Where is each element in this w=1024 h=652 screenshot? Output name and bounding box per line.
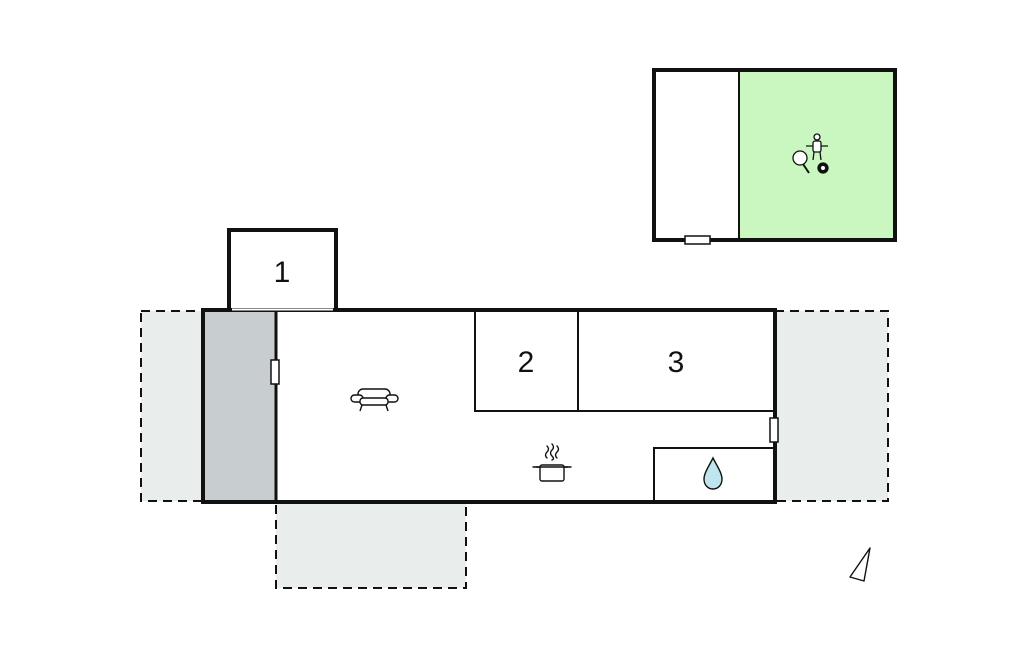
window-west bbox=[270, 359, 280, 385]
bathroom-walls bbox=[653, 447, 776, 503]
room-1-walls bbox=[227, 228, 338, 310]
terrace-south bbox=[275, 501, 467, 589]
outbuilding-walls bbox=[652, 68, 897, 242]
room-3-label: 3 bbox=[668, 346, 685, 379]
room-1-label: 1 bbox=[274, 256, 291, 289]
room-3-walls bbox=[577, 310, 776, 412]
north-arrow-icon bbox=[849, 547, 871, 582]
games-room bbox=[739, 70, 895, 240]
main-house-walls bbox=[201, 308, 777, 504]
water-drop-icon bbox=[703, 456, 723, 490]
table-tennis-foosball-billiards-icon bbox=[792, 133, 829, 174]
room-2-label: 2 bbox=[518, 346, 535, 379]
terrace-west bbox=[140, 310, 205, 502]
sofa-icon bbox=[350, 388, 399, 412]
terrace-east bbox=[774, 310, 889, 502]
window-east bbox=[769, 417, 779, 443]
cooking-pot-icon bbox=[532, 443, 572, 482]
covered-terrace bbox=[203, 311, 276, 502]
outbuilding-window bbox=[684, 235, 711, 245]
